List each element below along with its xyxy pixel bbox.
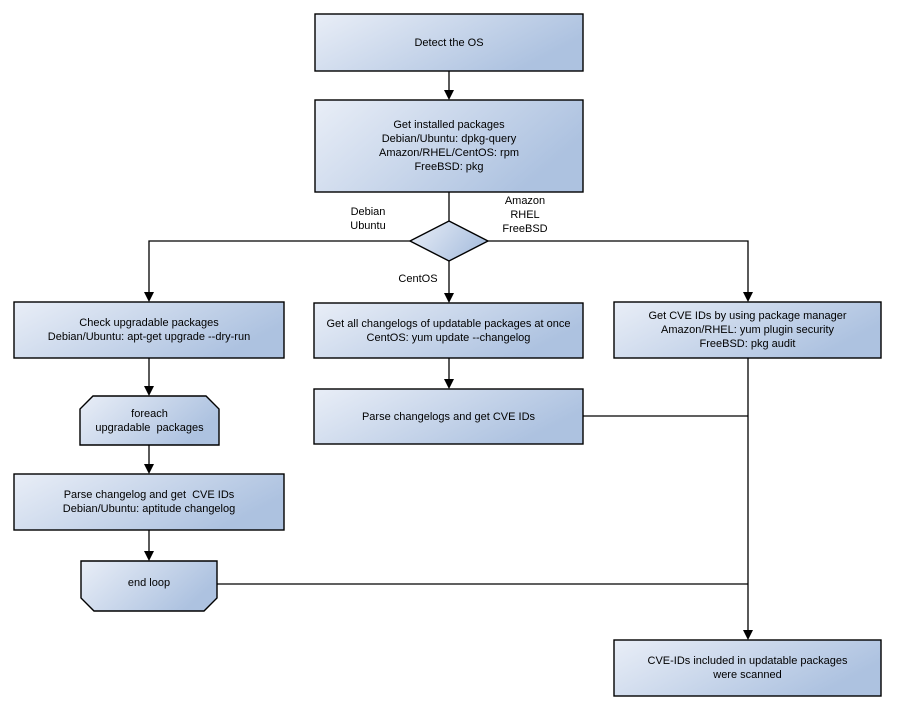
parse-changelogs-centos-box xyxy=(313,388,584,445)
node-shapes xyxy=(13,13,882,697)
arrowhead-into-check-upgradable xyxy=(144,292,154,302)
connector-decision-right-branch xyxy=(488,240,749,295)
arrowhead-into-end-loop xyxy=(144,551,154,561)
get-installed-packages-box xyxy=(314,99,584,193)
arrowhead-into-installed xyxy=(444,90,454,100)
get-cve-ids-pkg-manager-box xyxy=(613,301,882,359)
parse-changelog-debian-box xyxy=(13,473,285,531)
connector-decision-left-branch xyxy=(148,240,410,295)
foreach-loop-shape xyxy=(79,395,220,446)
end-loop-shape xyxy=(80,560,218,612)
arrowhead-into-foreach xyxy=(144,386,154,396)
detect-os-box xyxy=(314,13,584,72)
arrowheads xyxy=(144,90,753,640)
connectors xyxy=(148,71,749,633)
arrowhead-into-parse-changelog xyxy=(144,464,154,474)
arrowhead-into-get-cve-ids xyxy=(743,292,753,302)
scanned-result-box xyxy=(613,639,882,697)
check-upgradable-box xyxy=(13,301,285,359)
arrowhead-into-scanned-result xyxy=(743,630,753,640)
arrowhead-into-parse-changelogs-centos xyxy=(444,379,454,389)
os-decision-diamond xyxy=(408,220,490,262)
arrowhead-into-get-all-changelogs xyxy=(444,293,454,303)
get-all-changelogs-box xyxy=(313,302,584,359)
